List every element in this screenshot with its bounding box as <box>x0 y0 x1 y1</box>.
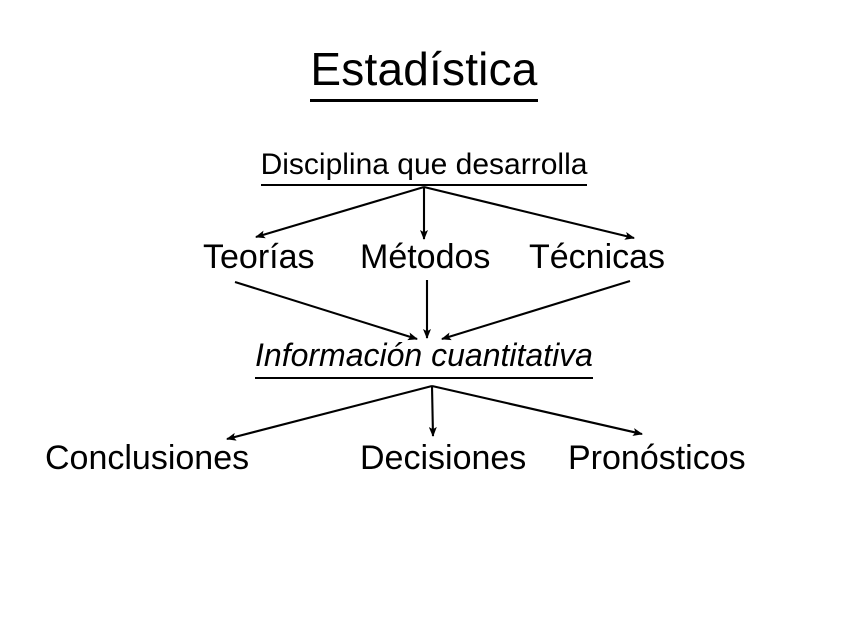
level2-item-tecnicas-label: Técnicas <box>529 238 666 276</box>
level2-item-teorias-label: Teorías <box>203 238 315 276</box>
arrow-group-disciplina-to-level2 <box>255 185 635 240</box>
level4-item-conclusiones-label: Conclusiones <box>45 439 250 477</box>
level2-item-tecnicas: Técnicas <box>529 240 665 274</box>
level2-item-metodos-label: Métodos <box>360 238 491 276</box>
level3-label: Información cuantitativa <box>0 337 848 379</box>
page-title-text: Estadística <box>310 43 538 102</box>
arrow-disciplina-to-tecnicas <box>423 185 635 240</box>
level2-item-metodos: Métodos <box>360 240 490 274</box>
arrow-group-level2-to-informacion <box>234 279 631 341</box>
arrow-teorias-to-informacion <box>234 280 418 341</box>
level2-item-teorias: Teorías <box>203 240 315 274</box>
level3-label-text: Información cuantitativa <box>255 337 593 379</box>
arrow-tecnicas-to-informacion <box>441 279 631 341</box>
level4-item-decisiones: Decisiones <box>360 441 526 475</box>
level4-item-pronosticos-label: Pronósticos <box>568 439 746 477</box>
level4-item-pronosticos: Pronósticos <box>568 441 746 475</box>
arrow-group-informacion-to-level4 <box>226 384 643 441</box>
arrow-informacion-to-conclusiones <box>226 384 433 441</box>
arrow-informacion-to-decisiones <box>428 385 437 437</box>
level1-label: Disciplina que desarrolla <box>0 148 848 186</box>
page-title: Estadística <box>0 43 848 102</box>
level4-item-decisiones-label: Decisiones <box>360 439 527 477</box>
level1-label-text: Disciplina que desarrolla <box>260 148 588 186</box>
arrow-disciplina-to-teorias <box>255 185 425 239</box>
level4-item-conclusiones: Conclusiones <box>45 441 249 475</box>
arrow-informacion-to-pronosticos <box>431 384 643 436</box>
